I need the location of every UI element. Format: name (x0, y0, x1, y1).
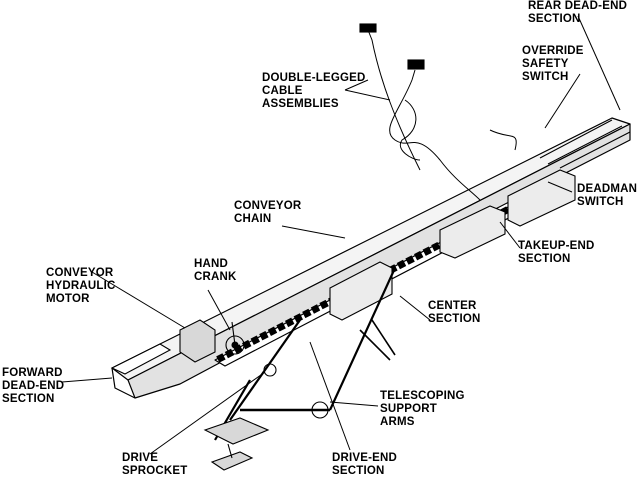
support-arm-joint (311, 401, 329, 419)
takeup-end-box (439, 205, 506, 259)
cable-assembly-2 (389, 69, 481, 201)
cable-plug-1 (359, 23, 377, 33)
hand-crank-handle (231, 321, 236, 346)
center-section-box (329, 261, 393, 321)
chain-link (302, 308, 312, 319)
chain-link (310, 304, 321, 314)
chain-link (431, 242, 441, 252)
chain-link (259, 331, 269, 341)
chain-link (293, 313, 303, 323)
chain-link (216, 353, 226, 363)
chain-link (284, 317, 295, 328)
base-plate-left (203, 417, 270, 445)
chain-link (405, 255, 415, 265)
chain-link (422, 246, 432, 256)
cable-plug-2 (407, 59, 425, 70)
chain-link (276, 322, 286, 332)
support-arm-diag (359, 319, 396, 361)
cable-assembly-1 (367, 29, 421, 171)
forward-dead-end-plate (110, 343, 172, 375)
cable-right (489, 129, 517, 151)
support-arm-2 (229, 319, 301, 421)
deadman-switch-box (507, 169, 576, 227)
chain-link (319, 299, 329, 310)
cable-loop (399, 99, 421, 161)
hand-crank-wheel (225, 335, 245, 355)
conveyor-lower-edge (111, 367, 136, 399)
leader-lines (61, 15, 621, 455)
support-arm-1 (328, 267, 397, 411)
chain-link (413, 250, 424, 261)
hydraulic-motor (179, 319, 216, 363)
base-plate-foot (210, 451, 254, 471)
chain-link (224, 348, 235, 359)
chain-link (396, 259, 407, 270)
chain-link (267, 326, 278, 336)
rear-dead-end-rails (539, 119, 631, 169)
chain-link (250, 335, 260, 345)
